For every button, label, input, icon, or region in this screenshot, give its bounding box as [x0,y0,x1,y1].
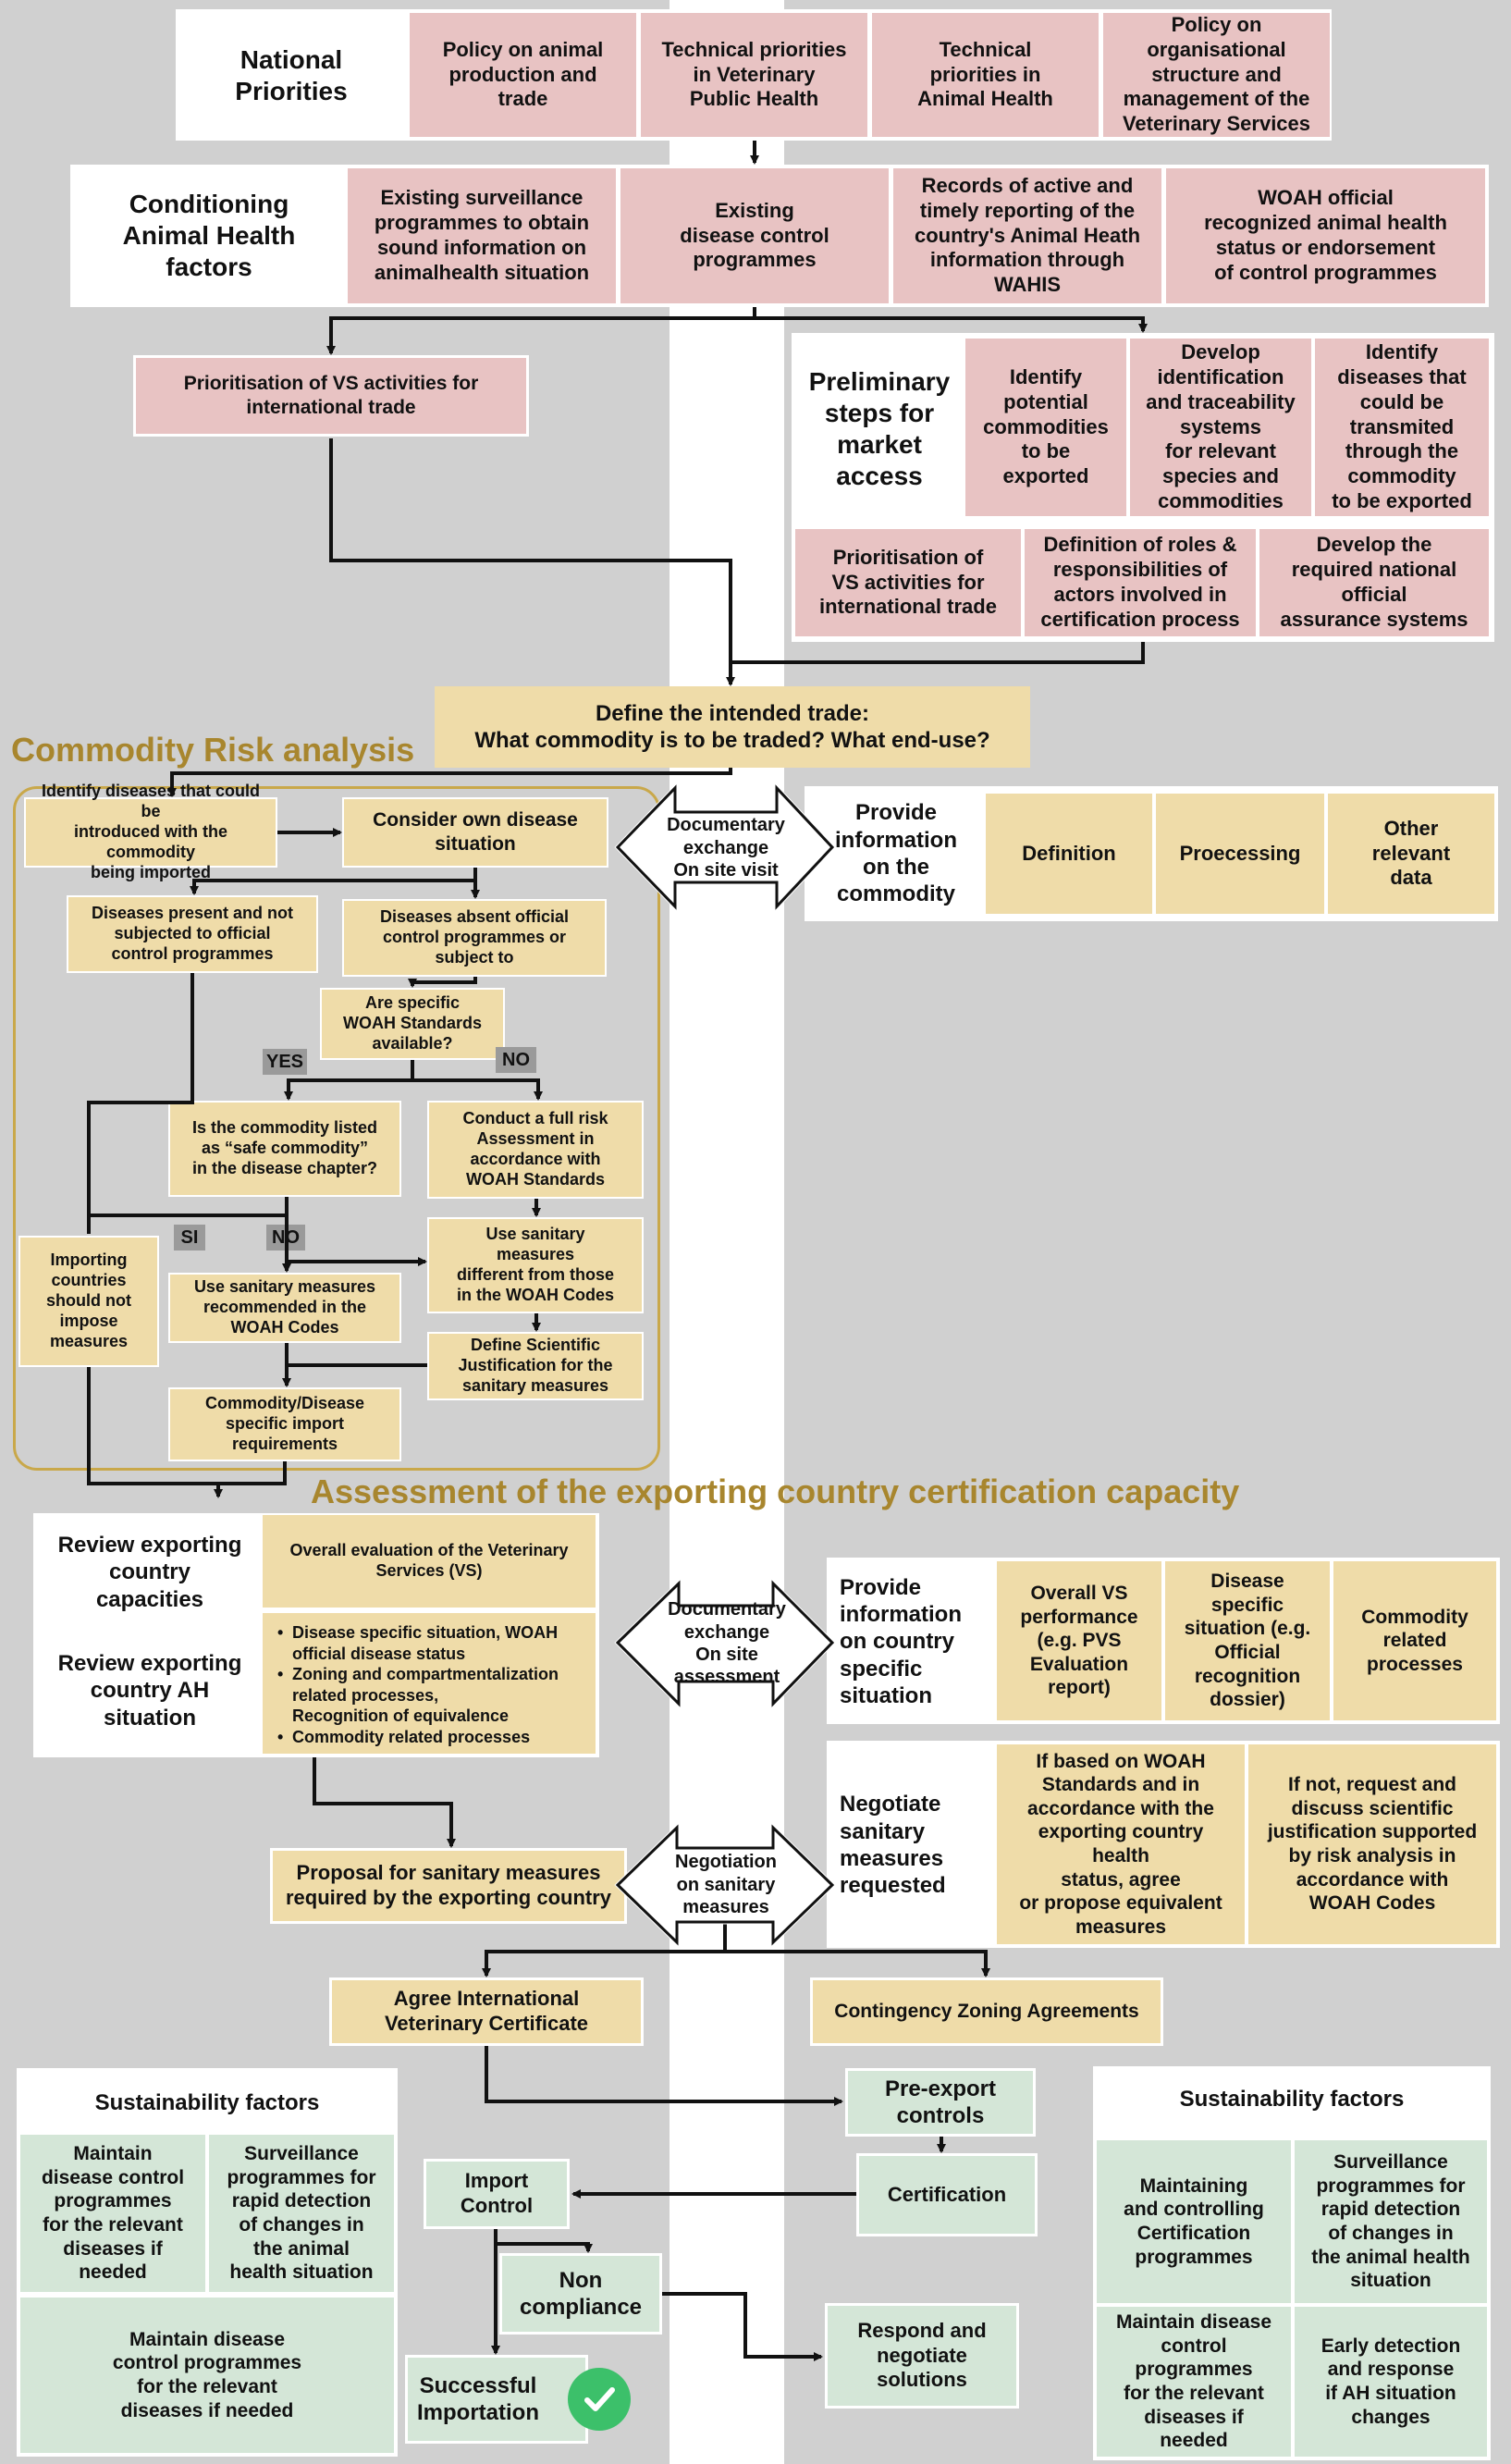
sustainability-left-a: Maintain disease control programmes for … [20,2135,205,2292]
national-item-4: Policy on organisational structure and m… [1103,13,1330,137]
identify-diseases: Identify diseases that could be introduc… [24,782,277,881]
use-different-measures: Use sanitary measures different from tho… [427,1217,644,1313]
bullet-zoning: Zoning and compartmentalization related … [277,1664,584,1727]
background-center-strip [670,0,784,2464]
commodity-info-other: Other relevant data [1328,794,1494,914]
import-requirements: Commodity/Disease specific import requir… [168,1387,401,1461]
standards-question: Are specific WOAH Standards available? [320,988,505,1060]
preliminary-step-1: Identify potential commodities to be exp… [965,339,1126,516]
use-recommended-measures: Use sanitary measures recommended in the… [168,1273,401,1343]
sustainability-right-a: Maintaining and controlling Certificatio… [1097,2140,1291,2303]
define-trade: Define the intended trade: What commodit… [435,686,1030,768]
proposal-sanitary-measures: Proposal for sanitary measures required … [270,1848,627,1924]
doc-exchange-1: Documentary exchange On site visit [667,815,785,881]
national-item-2: Technical priorities in Veterinary Publi… [641,13,867,137]
conditioning-item-3: Records of active and timely reporting o… [893,168,1161,303]
sustainability-left-title: Sustainability factors [20,2076,394,2131]
conditioning-item-1: Existing surveillance programmes to obta… [348,168,616,303]
yes-tag: YES [263,1049,307,1075]
review-capacities: Review exporting country capacities [41,1517,259,1628]
ah-situation-bullets: Disease specific situation, WOAH officia… [263,1613,596,1754]
importing-no-measures: Importing countries should not impose me… [18,1236,159,1367]
preliminary-step-2: Develop identification and traceability … [1130,339,1311,516]
negotiation-arrow-label: Negotiation on sanitary measures [675,1852,777,1918]
no-tag-2: NO [266,1225,305,1250]
national-item-3: Technical priorities in Animal Health [872,13,1099,137]
sustainability-left-c: Maintain disease control programmes for … [20,2298,394,2453]
assessment-title: Assessment of the exporting country cert… [311,1472,1240,1510]
preliminary-step-3: Identify diseases that could be transmit… [1315,339,1489,516]
country-info-vs-performance: Overall VS performance (e.g. PVS Evaluat… [997,1561,1161,1720]
review-ah-situation: Review exporting country AH situation [41,1633,259,1748]
safe-commodity-question: Is the commodity listed as “safe commodi… [168,1101,401,1197]
full-risk-assessment: Conduct a full risk Assessment in accord… [427,1101,644,1199]
country-info-commodity-processes: Commodity related processes [1333,1561,1496,1720]
negotiate-option-1: If based on WOAH Standards and in accord… [997,1744,1245,1944]
commodity-info-definition: Definition [986,794,1152,914]
prioritisation-left: Prioritisation of VS activities for inte… [133,355,529,437]
national-priorities-header: National Priorities [185,17,398,135]
sustainability-right-d: Early detection and response if AH situa… [1295,2307,1487,2457]
provide-country-header: Provide information on country specific … [832,1563,995,1720]
diseases-present: Diseases present and not subjected to of… [67,895,318,973]
pre-export-controls: Pre-export controls [845,2068,1036,2137]
check-icon [568,2368,631,2431]
import-control: Import Control [424,2159,570,2229]
no-tag: NO [496,1047,536,1073]
country-info-disease-situation: Disease specific situation (e.g. Officia… [1165,1561,1330,1720]
preliminary-header: Preliminary steps for market access [797,339,962,520]
conditioning-item-2: Existing disease control programmes [620,168,889,303]
negotiate-header: Negotiate sanitary measures requested [832,1748,995,1942]
sustainability-left-b: Surveillance programmes for rapid detect… [209,2135,394,2292]
diseases-absent: Diseases absent official control program… [342,899,607,977]
consider-disease-situation: Consider own disease situation [342,797,608,868]
respond-negotiate: Respond and negotiate solutions [825,2303,1019,2409]
contingency-zoning: Contingency Zoning Agreements [810,1977,1163,2046]
agree-certificate: Agree International Veterinary Certifica… [329,1977,644,2046]
bullet-commodity-processes: Commodity related processes [277,1727,584,1748]
negotiate-option-2: If not, request and discuss scientific j… [1248,1744,1496,1944]
conditioning-header: Conditioning Animal Health factors [80,170,338,302]
si-tag: SI [174,1225,205,1250]
national-item-1: Policy on animal production and trade [410,13,636,137]
doc-exchange-2: Documentary exchange On site assessment [668,1599,786,1688]
sustainability-right-b: Surveillance programmes for rapid detect… [1295,2140,1487,2303]
bullet-disease-status: Disease specific situation, WOAH officia… [277,1622,584,1664]
sustainability-right-title: Sustainability factors [1097,2072,1487,2127]
commodity-info-processing: Proecessing [1156,794,1324,914]
conditioning-item-4: WOAH official recognized animal health s… [1166,168,1485,303]
preliminary-step-5: Definition of roles & responsibilities o… [1025,529,1256,636]
preliminary-step-6: Develop the required national official a… [1259,529,1489,636]
provide-commodity-header: Provide information on the commodity [810,792,982,916]
define-scientific-justification: Define Scientific Justification for the … [427,1332,644,1400]
preliminary-step-4: Prioritisation of VS activities for inte… [795,529,1021,636]
non-compliance: Non compliance [499,2253,662,2335]
commodity-risk-title: Commodity Risk analysis [11,731,415,769]
sustainability-right-c: Maintain disease control programmes for … [1097,2307,1291,2457]
certification: Certification [856,2153,1038,2236]
successful-importation: Successful Importation [405,2355,588,2444]
overall-evaluation: Overall evaluation of the Veterinary Ser… [263,1515,596,1608]
